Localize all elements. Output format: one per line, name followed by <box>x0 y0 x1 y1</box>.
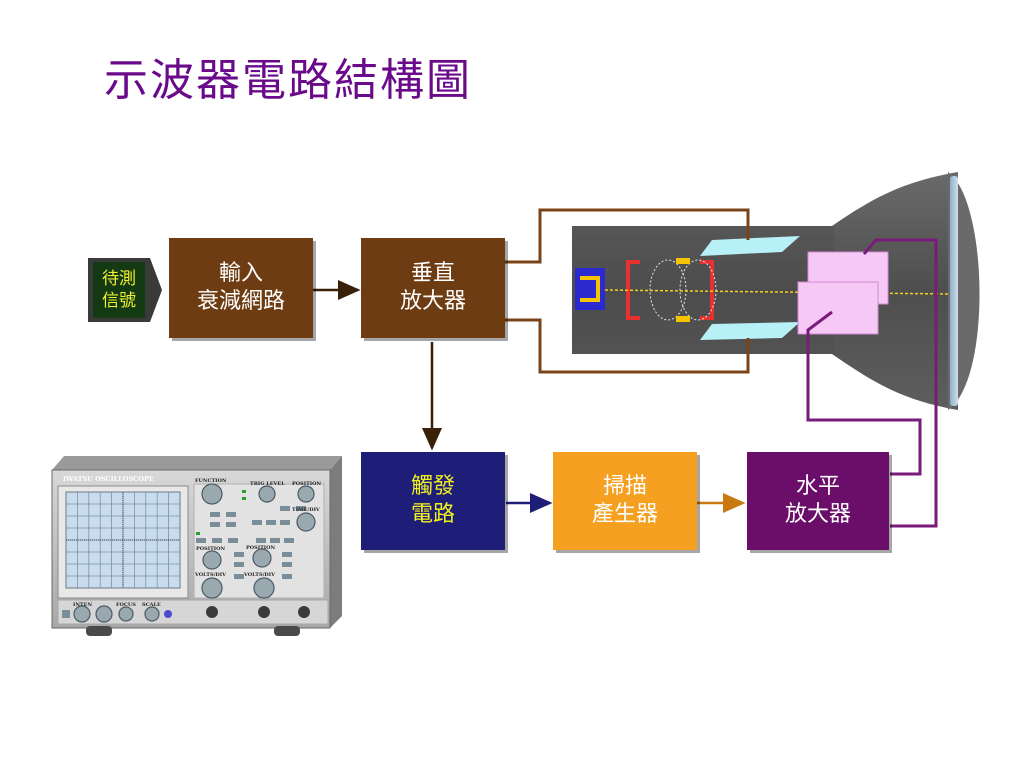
scope-volts-div-mid-label: VOLTS/DIV <box>243 572 275 578</box>
sweep-block: 掃描 產生器 <box>553 452 697 550</box>
scope-scale-label: SCALE <box>142 602 161 608</box>
scope-brand-label: IWATSU OSCILLOSCOPE <box>63 475 154 483</box>
vertical-amp-line1: 垂直 <box>410 261 455 286</box>
attenuator-line1: 輸入 <box>218 261 263 286</box>
scope-inten-label: INTEN <box>73 602 92 608</box>
vertical-plate-wiring <box>505 208 750 374</box>
sweep-line1: 掃描 <box>602 474 647 499</box>
scope-time-div-label: TIME/DIV <box>292 507 320 513</box>
trigger-line2: 電路 <box>410 502 455 527</box>
input-signal-label: 待測 信號 <box>93 262 145 318</box>
attenuator-line2: 衰減網路 <box>196 289 285 314</box>
attenuator-block: 輸入 衰減網路 <box>169 238 313 338</box>
scope-position-mid-label: POSITION <box>246 545 275 551</box>
scope-focus-label: FOCUS <box>116 602 136 608</box>
oscilloscope-illustration: IWATSU OSCILLOSCOPE FUNCTION TRIG LEVEL … <box>51 456 342 636</box>
sweep-line2: 產生器 <box>591 502 658 527</box>
page-title: 示波器電路結構圖 <box>104 55 472 106</box>
scope-volts-div-left-label: VOLTS/DIV <box>194 572 226 578</box>
horizontal-plate-wiring <box>806 238 938 528</box>
vertical-amp-line2: 放大器 <box>399 289 466 314</box>
trigger-line1: 觸發 <box>410 474 455 499</box>
scope-function-label: FUNCTION <box>195 478 227 484</box>
input-signal-line2: 信號 <box>102 291 136 311</box>
scope-position-top-label: POSITION <box>292 481 321 487</box>
trigger-block: 觸發 電路 <box>361 452 505 550</box>
scope-trig-level-label: TRIG LEVEL <box>250 481 285 487</box>
horizontal-amp-block: 水平 放大器 <box>747 452 889 550</box>
crt-tube <box>572 172 980 410</box>
vertical-amp-block: 垂直 放大器 <box>361 238 505 338</box>
horizontal-amp-line2: 放大器 <box>784 502 851 527</box>
horizontal-amp-line1: 水平 <box>795 474 840 499</box>
input-signal-line1: 待測 <box>102 269 136 289</box>
scope-position-left-label: POSITION <box>196 546 225 552</box>
